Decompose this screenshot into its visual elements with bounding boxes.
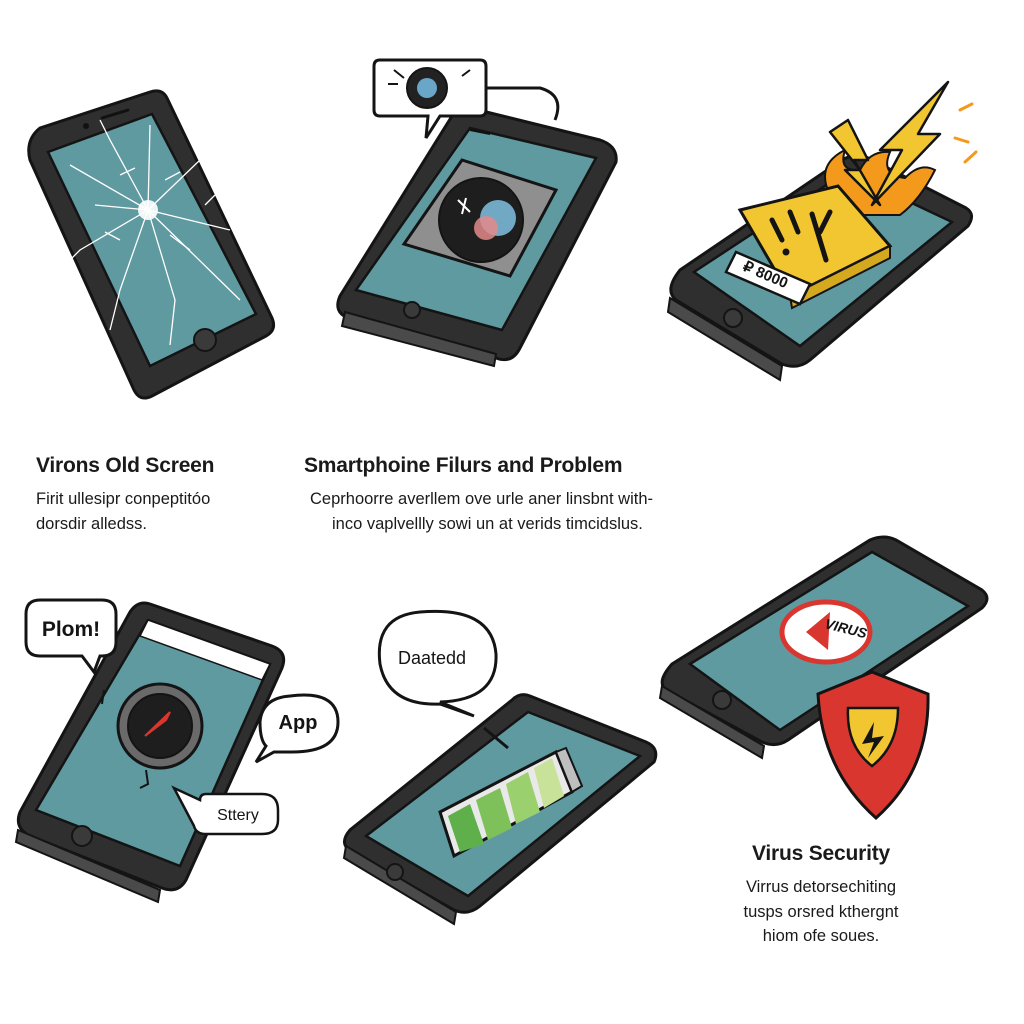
phone-virus-security: VIRUS	[658, 535, 989, 821]
caption-virus-line: hiom ofe soues.	[762, 926, 880, 945]
caption-virus-line: Virrus detorsechiting	[745, 878, 897, 897]
dated-bubble-text: Daatedd	[398, 648, 466, 668]
compass-icon	[116, 682, 204, 770]
dated-bubble	[377, 609, 498, 718]
camera-icon	[372, 58, 488, 139]
cracked-screen-icon	[59, 119, 241, 346]
caption-failures: Smartphoine Filurs and Problem Ceprhoorr…	[304, 454, 653, 536]
battery-icon	[438, 746, 584, 859]
caption-virus: Virus Security Virrus detorsechiting tus…	[736, 842, 906, 948]
phone-overheating: ₽ 8000	[666, 80, 978, 382]
app-bubble-text: App	[279, 712, 318, 734]
caption-failures-title: Smartphoine Filurs and Problem	[304, 454, 623, 477]
caption-old-screen-title: Virons Old Screen	[36, 454, 215, 477]
phone-cracked-screen	[27, 89, 275, 400]
phone-app-crash: Plom! App Sttery	[14, 598, 340, 904]
caption-failures-line: inco vaplvellly sowi un at verids timcid…	[332, 514, 643, 533]
plom-bubble-text: Plom!	[42, 618, 100, 641]
shield-icon	[816, 670, 930, 821]
caption-virus-line: tusps orsred kthergnt	[743, 902, 899, 921]
caption-old-screen-line: dorsdir alledss.	[36, 514, 147, 533]
sttery-bubble	[171, 785, 280, 836]
app-bubble	[254, 693, 340, 764]
phone-camera-problem	[336, 58, 618, 368]
caption-old-screen-line: Firit ullesipr conpeptitóo	[36, 490, 211, 509]
phone-battery: Daatedd	[342, 609, 658, 926]
caption-failures-line: Ceprhoorre averllem ove urle aner linsbn…	[310, 490, 653, 509]
sttery-bubble-text: Sttery	[217, 807, 259, 824]
caption-old-screen: Virons Old Screen Firit ullesipr conpept…	[36, 454, 214, 536]
lightning-bolt-icon	[828, 80, 950, 207]
virus-warning-icon: VIRUS	[779, 599, 873, 665]
caption-virus-title: Virus Security	[751, 842, 891, 865]
plom-bubble	[24, 598, 118, 676]
warning-icon	[737, 184, 893, 310]
